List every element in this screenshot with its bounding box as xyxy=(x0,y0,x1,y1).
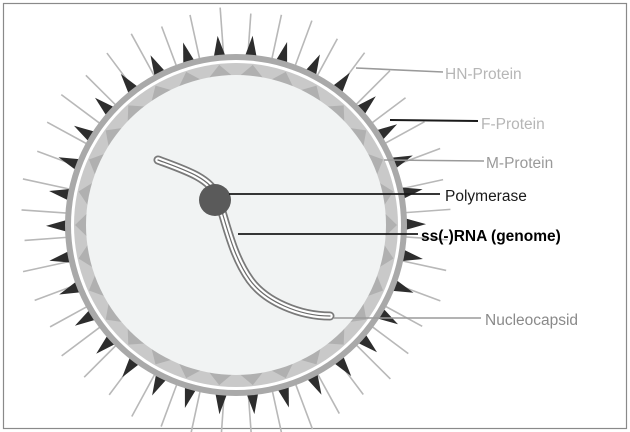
hn-spike xyxy=(191,391,200,432)
virion-interior xyxy=(86,75,386,375)
hn-spike xyxy=(61,95,99,124)
hn-spike xyxy=(295,21,312,66)
hn-spike xyxy=(161,384,177,426)
hn-spike xyxy=(372,327,408,354)
hn-spike xyxy=(272,15,282,59)
hn-spike xyxy=(22,210,67,213)
hn-spike xyxy=(162,26,177,65)
hn-spike xyxy=(317,39,337,76)
hn-spike xyxy=(23,261,70,271)
m-protein-leader xyxy=(384,160,484,161)
hn-spike xyxy=(385,306,422,326)
f-spike xyxy=(215,393,227,415)
hn-spike xyxy=(402,261,446,271)
hn-spike xyxy=(272,391,281,432)
hn-spike xyxy=(132,374,155,416)
hn-spike xyxy=(406,209,451,212)
hn-spike xyxy=(402,180,443,189)
hn-spike xyxy=(62,327,100,356)
nucleocapsid-label: Nucleocapsid xyxy=(485,312,578,329)
hn-spike xyxy=(23,179,70,189)
polymerase-label: Polymerase xyxy=(445,188,527,205)
f-protein-leader xyxy=(390,120,478,121)
genome-label: ss(-)RNA (genome) xyxy=(421,228,561,245)
f-protein-label: F-Protein xyxy=(481,116,545,133)
hn-protein-leader xyxy=(356,68,443,72)
f-spike xyxy=(245,36,257,58)
m-protein-label: M-Protein xyxy=(486,155,553,172)
hn-spike xyxy=(190,15,200,59)
hn-protein-label: HN-Protein xyxy=(445,66,522,83)
hn-spike xyxy=(25,237,67,240)
hn-spike xyxy=(296,384,313,429)
f-spike xyxy=(46,220,67,232)
hn-spike xyxy=(131,34,154,76)
hn-spike xyxy=(385,122,424,144)
hn-spike xyxy=(86,75,116,105)
polymerase-sphere-icon xyxy=(199,184,231,216)
